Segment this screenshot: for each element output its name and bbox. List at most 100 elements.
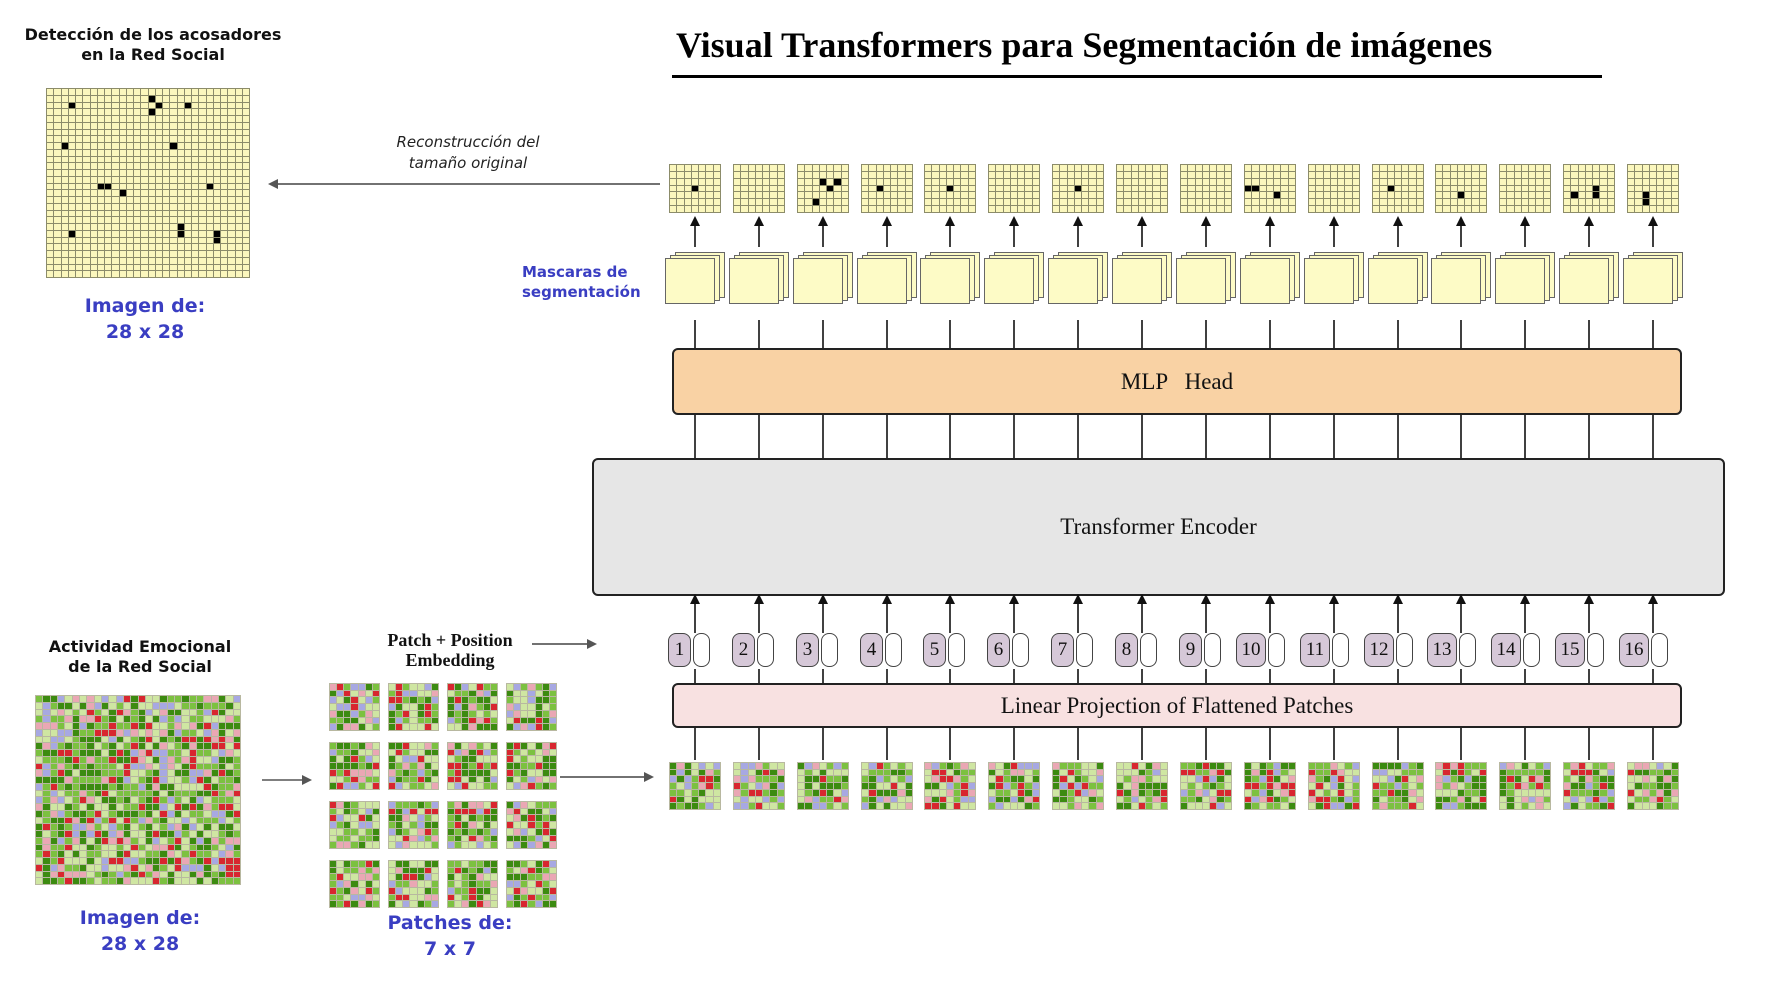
input-size-label-line2: 28 x 28 — [100, 933, 180, 955]
patch-3 — [447, 683, 498, 731]
patches-size-label-line2: 7 x 7 — [424, 938, 476, 960]
output-heading: Detección de los acosadores en la Red So… — [24, 25, 282, 64]
position-embedding — [948, 633, 965, 667]
output-patch-13 — [1435, 164, 1487, 213]
flattened-patch-5 — [924, 762, 976, 810]
output-patch-9 — [1180, 164, 1232, 213]
token-index: 9 — [1179, 633, 1202, 667]
token-index: 11 — [1300, 633, 1330, 667]
patch-11 — [447, 801, 498, 849]
flattened-patch-1 — [669, 762, 721, 810]
linear-projection-box: Linear Projection of Flattened Patches — [672, 683, 1682, 728]
flattened-patch-11 — [1308, 762, 1360, 810]
transformer-encoder-label: Transformer Encoder — [1060, 514, 1257, 539]
segmentation-mask-12 — [1368, 252, 1430, 308]
token-index: 16 — [1619, 633, 1649, 667]
position-embedding — [1332, 633, 1349, 667]
token-index: 5 — [923, 633, 946, 667]
position-embedding — [885, 633, 902, 667]
segmentation-mask-3 — [793, 252, 855, 308]
reconstruction-label: Reconstrucción del tamaño original — [396, 133, 540, 172]
segmentation-mask-16 — [1623, 252, 1685, 308]
flattened-patch-2 — [733, 762, 785, 810]
token-index: 8 — [1115, 633, 1138, 667]
position-embedding — [1523, 633, 1540, 667]
token-index: 13 — [1427, 633, 1457, 667]
input-size-label-line1: Imagen de: — [79, 907, 201, 929]
mlp-head-box: MLP Head — [672, 348, 1682, 415]
output-patch-16 — [1627, 164, 1679, 213]
token-index: 1 — [668, 633, 691, 667]
position-embedding — [757, 633, 774, 667]
position-embedding — [693, 633, 710, 667]
segmentation-mask-7 — [1048, 252, 1110, 308]
segmentation-mask-10 — [1240, 252, 1302, 308]
flattened-patch-4 — [861, 762, 913, 810]
patch-5 — [329, 742, 380, 790]
patch-embedding-label: Patch + Position Embedding — [387, 630, 513, 670]
output-patch-11 — [1308, 164, 1360, 213]
output-patch-3 — [797, 164, 849, 213]
patches-size-label-line1: Patches de: — [387, 912, 513, 934]
flattened-patch-13 — [1435, 762, 1487, 810]
segmentation-mask-8 — [1112, 252, 1174, 308]
position-embedding — [1076, 633, 1093, 667]
patch-6 — [388, 742, 439, 790]
token-index: 12 — [1364, 633, 1394, 667]
token-index: 10 — [1236, 633, 1266, 667]
patch-10 — [388, 801, 439, 849]
mlp-head-label: MLP Head — [1120, 368, 1234, 394]
segmentation-mask-4 — [857, 252, 919, 308]
output-patch-8 — [1116, 164, 1168, 213]
patch-16 — [506, 860, 557, 908]
output-size-label-line1: Imagen de: — [84, 295, 206, 317]
linear-projection-label: Linear Projection of Flattened Patches — [1000, 692, 1354, 718]
segmentation-mask-13 — [1431, 252, 1493, 308]
segmentation-mask-9 — [1176, 252, 1238, 308]
token-index: 14 — [1491, 633, 1521, 667]
flattened-patch-15 — [1563, 762, 1615, 810]
output-patch-7 — [1052, 164, 1104, 213]
patch-12 — [506, 801, 557, 849]
flattened-patch-14 — [1499, 762, 1551, 810]
patches-size-label: Patches de: 7 x 7 — [365, 910, 535, 962]
patch-1 — [329, 683, 380, 731]
segmentation-mask-6 — [984, 252, 1046, 308]
position-embedding — [1651, 633, 1668, 667]
segmentation-mask-2 — [729, 252, 791, 308]
output-patch-15 — [1563, 164, 1615, 213]
segmentation-mask-1 — [665, 252, 727, 308]
segmentation-mask-5 — [920, 252, 982, 308]
patch-2 — [388, 683, 439, 731]
position-embedding — [1204, 633, 1221, 667]
flattened-patch-8 — [1116, 762, 1168, 810]
flattened-patch-7 — [1052, 762, 1104, 810]
output-patch-12 — [1372, 164, 1424, 213]
token-index: 15 — [1555, 633, 1585, 667]
masks-label: Mascaras de segmentación — [522, 263, 641, 301]
output-size-label: Imagen de: 28 x 28 — [60, 293, 230, 345]
position-embedding — [1587, 633, 1604, 667]
position-embedding — [1012, 633, 1029, 667]
position-embedding — [1140, 633, 1157, 667]
output-patch-2 — [733, 164, 785, 213]
output-patch-6 — [988, 164, 1040, 213]
output-patch-1 — [669, 164, 721, 213]
input-heading: Actividad Emocional de la Red Social — [48, 637, 232, 676]
position-embedding — [821, 633, 838, 667]
flattened-patch-6 — [988, 762, 1040, 810]
position-embedding — [1396, 633, 1413, 667]
output-patch-14 — [1499, 164, 1551, 213]
segmentation-mask-14 — [1495, 252, 1557, 308]
patch-13 — [329, 860, 380, 908]
flattened-patch-3 — [797, 762, 849, 810]
position-embedding — [1268, 633, 1285, 667]
page-title: Visual Transformers para Segmentación de… — [676, 25, 1493, 65]
patch-4 — [506, 683, 557, 731]
token-index: 4 — [860, 633, 883, 667]
flattened-patch-10 — [1244, 762, 1296, 810]
output-patch-4 — [861, 164, 913, 213]
patch-9 — [329, 801, 380, 849]
flattened-patch-16 — [1627, 762, 1679, 810]
token-index: 7 — [1051, 633, 1074, 667]
